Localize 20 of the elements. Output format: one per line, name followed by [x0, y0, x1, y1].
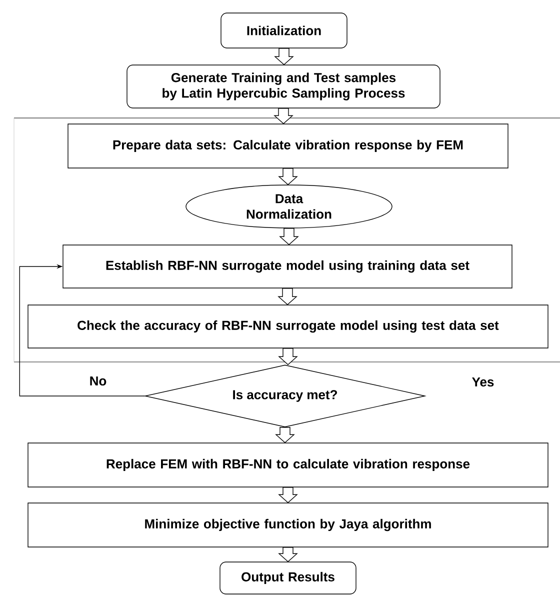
block-arrow [278, 168, 298, 186]
end-box: Output Results [220, 562, 356, 594]
branch-label: Yes [472, 377, 494, 387]
process-box: Minimize objective function by Jaya algorithm [28, 502, 548, 548]
block-arrow [278, 487, 298, 504]
edge-label: No [88, 375, 108, 387]
block-arrow [279, 228, 299, 246]
block-arrow [278, 547, 298, 562]
process-box: Generate Training and Test samples by Latin Hypercubic Sampling Process [126, 64, 440, 108]
process-box: Check the accuracy of RBF-NN surrogate model using test data set [28, 304, 548, 348]
block-arrow [274, 108, 294, 124]
block-arrow [278, 288, 298, 306]
block-arrow [278, 348, 298, 366]
block-arrow [275, 427, 295, 444]
process-box: Establish RBF-NN surrogate model using training data set [62, 244, 512, 288]
start-box: Initialization [220, 12, 348, 48]
process-box: Prepare data sets: Calculate vibration response by FEM [68, 124, 508, 168]
feedback-arrow [19, 264, 145, 396]
process-box: Replace FEM with RBF-NN to calculate vibration response [28, 442, 548, 488]
block-arrow [274, 48, 294, 66]
